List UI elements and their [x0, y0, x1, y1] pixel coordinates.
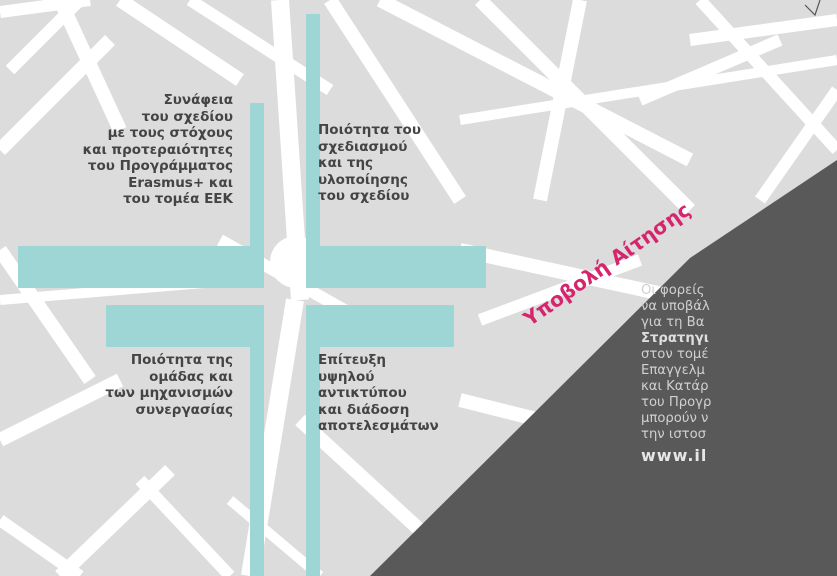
text-line: Ποιότητα του — [318, 122, 421, 138]
cross-stem-bottom-left — [250, 305, 264, 576]
text-line: Επίτευξη — [318, 352, 386, 368]
text-line: του Προγρ — [641, 395, 712, 410]
cross-stem-top-right — [306, 14, 320, 288]
text-line: Στρατηγι — [641, 331, 709, 346]
text-line: συνεργασίας — [135, 401, 233, 418]
text-line: αποτελεσμάτων — [318, 418, 439, 434]
text-line: Erasmus+ και — [128, 174, 233, 191]
text-line: στον τομέ — [641, 347, 709, 362]
text-line: υλοποίησης — [318, 171, 408, 188]
text-line: και διάδοση — [318, 401, 410, 418]
text-line: ομάδας και — [149, 368, 233, 385]
text-line: του τομέα ΕΕΚ — [123, 191, 233, 207]
text-line: μπορούν ν — [641, 411, 709, 426]
text-line: με τους στόχους — [107, 125, 233, 141]
cross-arm-bottom-right — [320, 305, 454, 347]
cross-arm-bottom-left — [106, 305, 250, 347]
text-line: την ιστοσ — [641, 427, 707, 442]
text-line: Οι φορείς — [641, 283, 705, 298]
cross-arm-top-left — [18, 246, 250, 288]
text-line: αντικτύπου — [318, 385, 407, 401]
checkmark-icon — [804, 0, 821, 17]
text-line: των μηχανισμών — [105, 385, 233, 401]
text-line: Συνάφεια — [163, 92, 233, 108]
text-line: του Προγράμματος — [87, 158, 233, 174]
text-line: για τη Βα — [641, 315, 705, 330]
cross-stem-top-left — [250, 103, 264, 288]
text-line: να υποβάλ — [641, 299, 710, 314]
text-line: και Κατάρ — [641, 379, 709, 394]
text-line: του σχεδίου — [141, 108, 233, 125]
evaluation-cross — [18, 14, 486, 576]
website-link[interactable]: www.il — [641, 446, 708, 465]
text-line: και της — [318, 155, 374, 171]
cross-stem-bottom-right — [306, 305, 320, 576]
text-line: και προτεραιότητες — [82, 141, 233, 158]
dark-info-panel — [370, 160, 837, 576]
text-line: σχεδιασμού — [318, 138, 408, 155]
text-line: Ποιότητα της — [130, 352, 233, 368]
text-line: Επαγγελμ — [641, 363, 705, 378]
cross-arm-top-right — [320, 246, 486, 288]
text-line: του σχεδίου — [318, 188, 410, 204]
text-line: υψηλού — [318, 368, 375, 385]
